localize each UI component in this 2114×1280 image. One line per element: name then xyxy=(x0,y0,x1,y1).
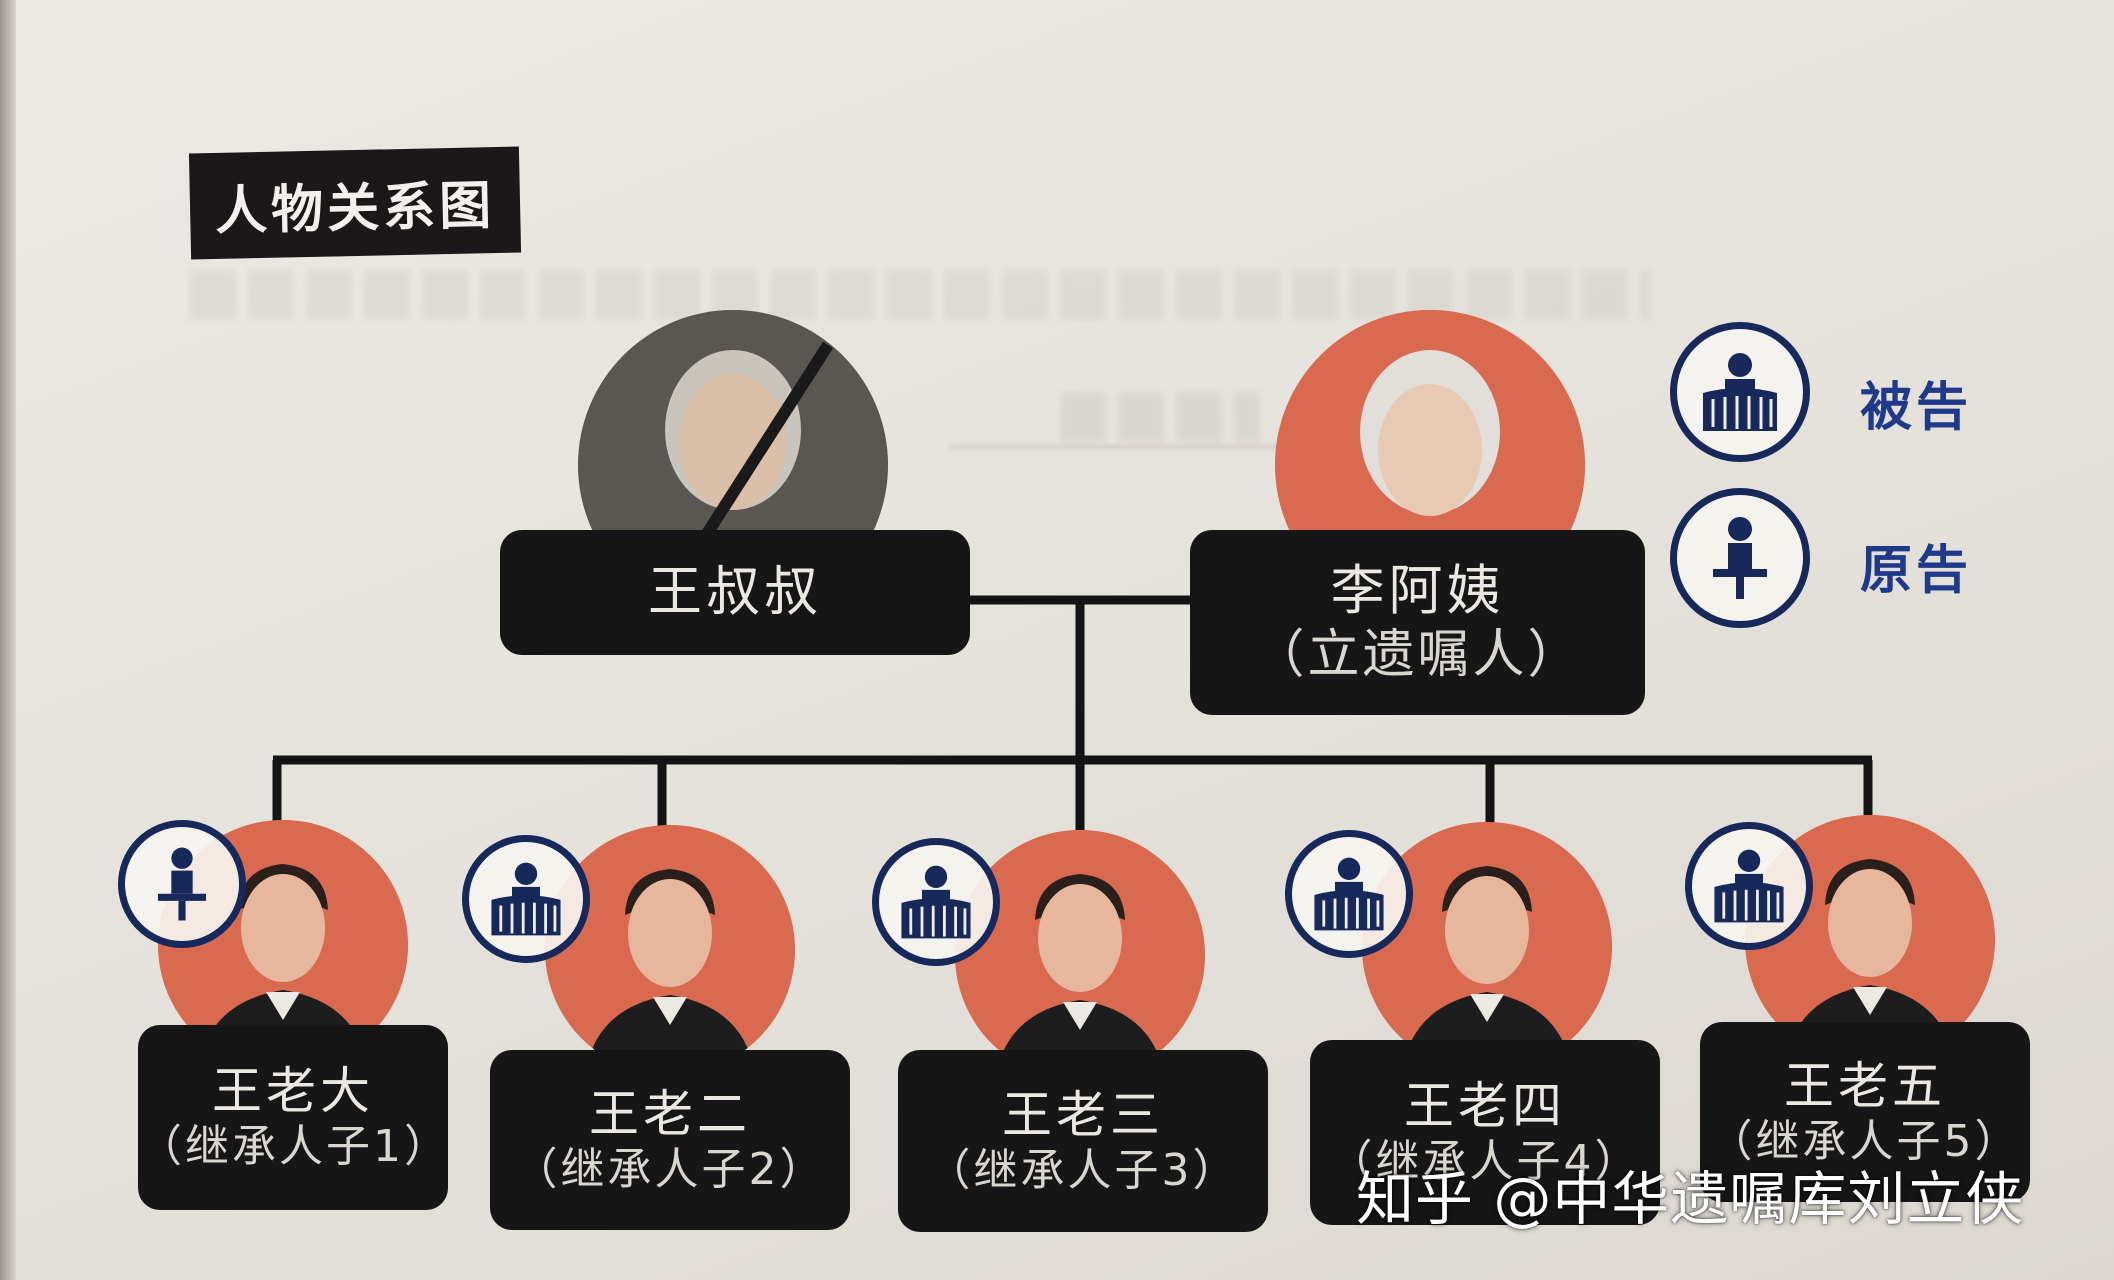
child-name: 王老四 xyxy=(1404,1077,1566,1136)
child-name: 王老大 xyxy=(212,1062,374,1121)
parent-name: 王叔叔 xyxy=(648,560,822,624)
child-2-defendant-badge xyxy=(462,835,590,963)
testator-name: 李阿姨 xyxy=(1330,558,1505,622)
defendant-icon xyxy=(901,865,971,939)
child-name-box: 王老三 （继承人子3） xyxy=(898,1050,1268,1232)
legend-defendant-label: 被告 xyxy=(1860,378,1973,438)
defendant-icon xyxy=(1714,849,1784,923)
background-blur-text xyxy=(1060,392,1260,442)
zhihu-watermark: 知乎 @中华遗嘱库刘立侠 xyxy=(1356,1165,2025,1233)
child-4-defendant-badge xyxy=(1285,830,1413,958)
child-name-box: 王老四 （继承人子4） xyxy=(1310,1040,1660,1225)
background-rule xyxy=(950,445,1370,449)
child-role: （继承人子2） xyxy=(513,1143,827,1195)
legend-plaintiff-badge xyxy=(1670,488,1810,628)
child-avatar xyxy=(545,825,795,1075)
legend-plaintiff-label: 原告 xyxy=(1860,541,1973,601)
child-role: （继承人子1） xyxy=(138,1121,451,1173)
defendant-icon xyxy=(1703,353,1777,431)
page-edge xyxy=(0,0,16,1280)
child-1-plaintiff-badge xyxy=(118,820,246,948)
child-avatar xyxy=(955,830,1205,1080)
parent-name-box: 王叔叔 xyxy=(500,530,970,655)
child-name-box: 王老大 （继承人子1） xyxy=(138,1025,448,1210)
defendant-icon xyxy=(491,862,561,936)
child-name-box: 王老五 （继承人子5） xyxy=(1700,1022,2030,1202)
plaintiff-icon xyxy=(158,847,206,921)
testator-name-box: 李阿姨 （立遗嘱人） xyxy=(1190,530,1645,715)
child-name-box: 王老二 （继承人子2） xyxy=(490,1050,850,1230)
child-name: 王老三 xyxy=(1002,1085,1164,1144)
defendant-icon xyxy=(1314,857,1384,931)
child-name: 王老二 xyxy=(589,1084,751,1143)
testator-role: （立遗嘱人） xyxy=(1252,624,1583,685)
child-role: （继承人子5） xyxy=(1708,1115,2022,1167)
child-role: （继承人子4） xyxy=(1328,1136,1642,1188)
plaintiff-icon xyxy=(1713,517,1767,599)
child-role: （继承人子3） xyxy=(926,1144,1240,1196)
legend-defendant-badge xyxy=(1670,322,1810,462)
child-name: 王老五 xyxy=(1784,1056,1946,1115)
child-3-defendant-badge xyxy=(872,838,1000,966)
child-5-defendant-badge xyxy=(1685,822,1813,950)
